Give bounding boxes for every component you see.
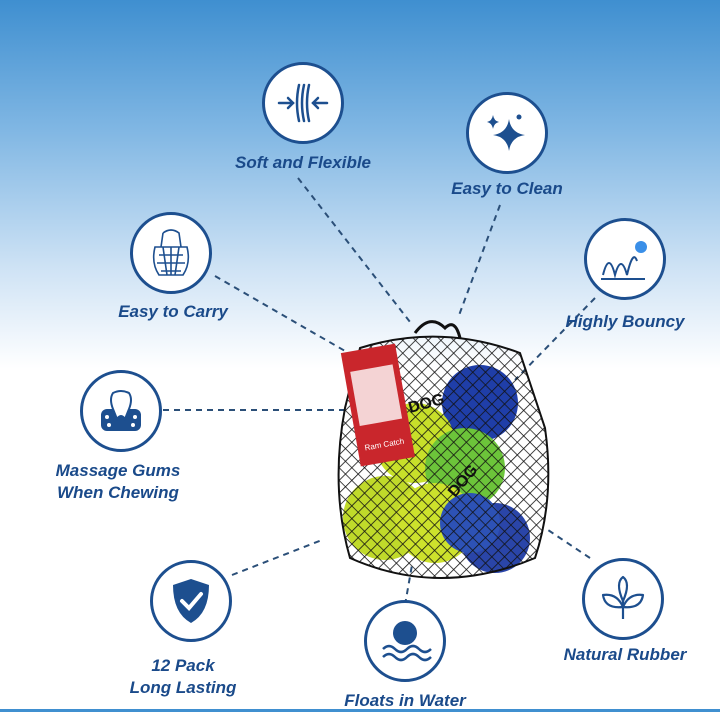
floats-label: Floats in Water (344, 691, 466, 710)
sparkle-icon (487, 114, 525, 151)
shield-check-icon (173, 579, 209, 623)
easy-clean-icon-circle (466, 92, 548, 174)
natural-rubber-label: Natural Rubber (563, 645, 687, 664)
bouncing-ball-icon (601, 241, 647, 280)
pack-icon-circle (150, 560, 232, 642)
highly-bouncy-icon-circle (584, 218, 666, 300)
easy-clean-label: Easy to Clean (451, 179, 563, 198)
easy-carry-icon-circle (130, 212, 212, 294)
pack-label: 12 Pack Long Lasting (108, 655, 258, 699)
floats-icon-circle (364, 600, 446, 682)
product-mesh-bag-image: Ram Catch DOG DOG (337, 320, 550, 579)
water-wave-icon (382, 621, 432, 662)
soft-flexible-icon-circle (262, 62, 344, 144)
pack-label-line1: 12 Pack (151, 656, 215, 675)
massage-gums-label-line2: When Chewing (57, 483, 179, 502)
mesh-bag-icon (152, 229, 190, 276)
leaves-icon (601, 575, 645, 619)
massage-gums-icon-circle (80, 370, 162, 452)
soft-flexible-label: Soft and Flexible (234, 153, 372, 172)
easy-carry-label: Easy to Carry (118, 302, 228, 321)
highly-bouncy-label: Highly Bouncy (565, 312, 685, 331)
massage-gums-label-line1: Massage Gums (55, 461, 181, 480)
pack-label-line2: Long Lasting (129, 678, 237, 697)
natural-rubber-icon-circle (582, 558, 664, 640)
tooth-gum-icon (101, 390, 141, 431)
massage-gums-label: Massage Gums When Chewing (38, 460, 198, 504)
compress-arrows-icon (277, 83, 329, 123)
